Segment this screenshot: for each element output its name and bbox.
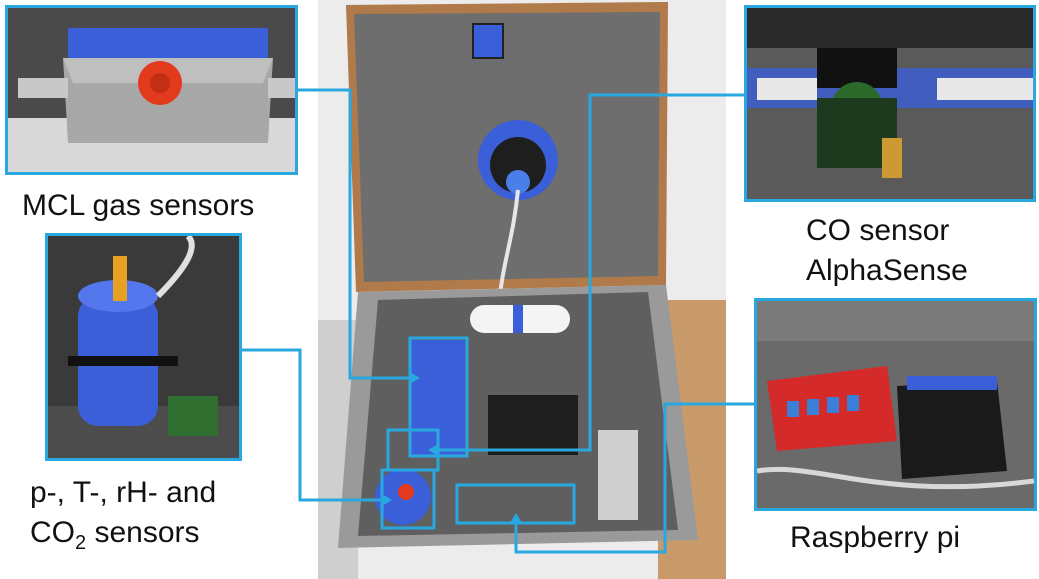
- co-sensor-illustration: [747, 8, 1033, 199]
- raspberry-pi-label: Raspberry pi: [790, 521, 961, 554]
- co-sensor-label-line1: CO sensor: [806, 214, 950, 247]
- ptrh-co2-sensors-label-line1: p-, T-, rH- and: [30, 476, 217, 509]
- mcl-gas-sensors-label: MCL gas sensors: [22, 189, 255, 222]
- mcl-sensor-illustration: [8, 8, 295, 172]
- co-sensor-label-line2: AlphaSense: [806, 254, 968, 287]
- co2-text: CO: [30, 516, 75, 549]
- ptrh-sensor-illustration: [48, 236, 239, 458]
- ptrh-co2-sensors-label-line2: CO2 sensors: [30, 515, 200, 554]
- raspberry-pi-illustration: [757, 301, 1034, 508]
- sensors-text: sensors: [86, 516, 200, 549]
- co-sensor-photo: [744, 5, 1036, 202]
- case-illustration: [318, 0, 726, 579]
- main-case-photo: [318, 0, 726, 579]
- mcl-gas-sensors-photo: [5, 5, 298, 175]
- raspberry-pi-photo: [754, 298, 1037, 511]
- ptrh-co2-sensors-photo: [45, 233, 242, 461]
- co2-subscript: 2: [75, 532, 87, 554]
